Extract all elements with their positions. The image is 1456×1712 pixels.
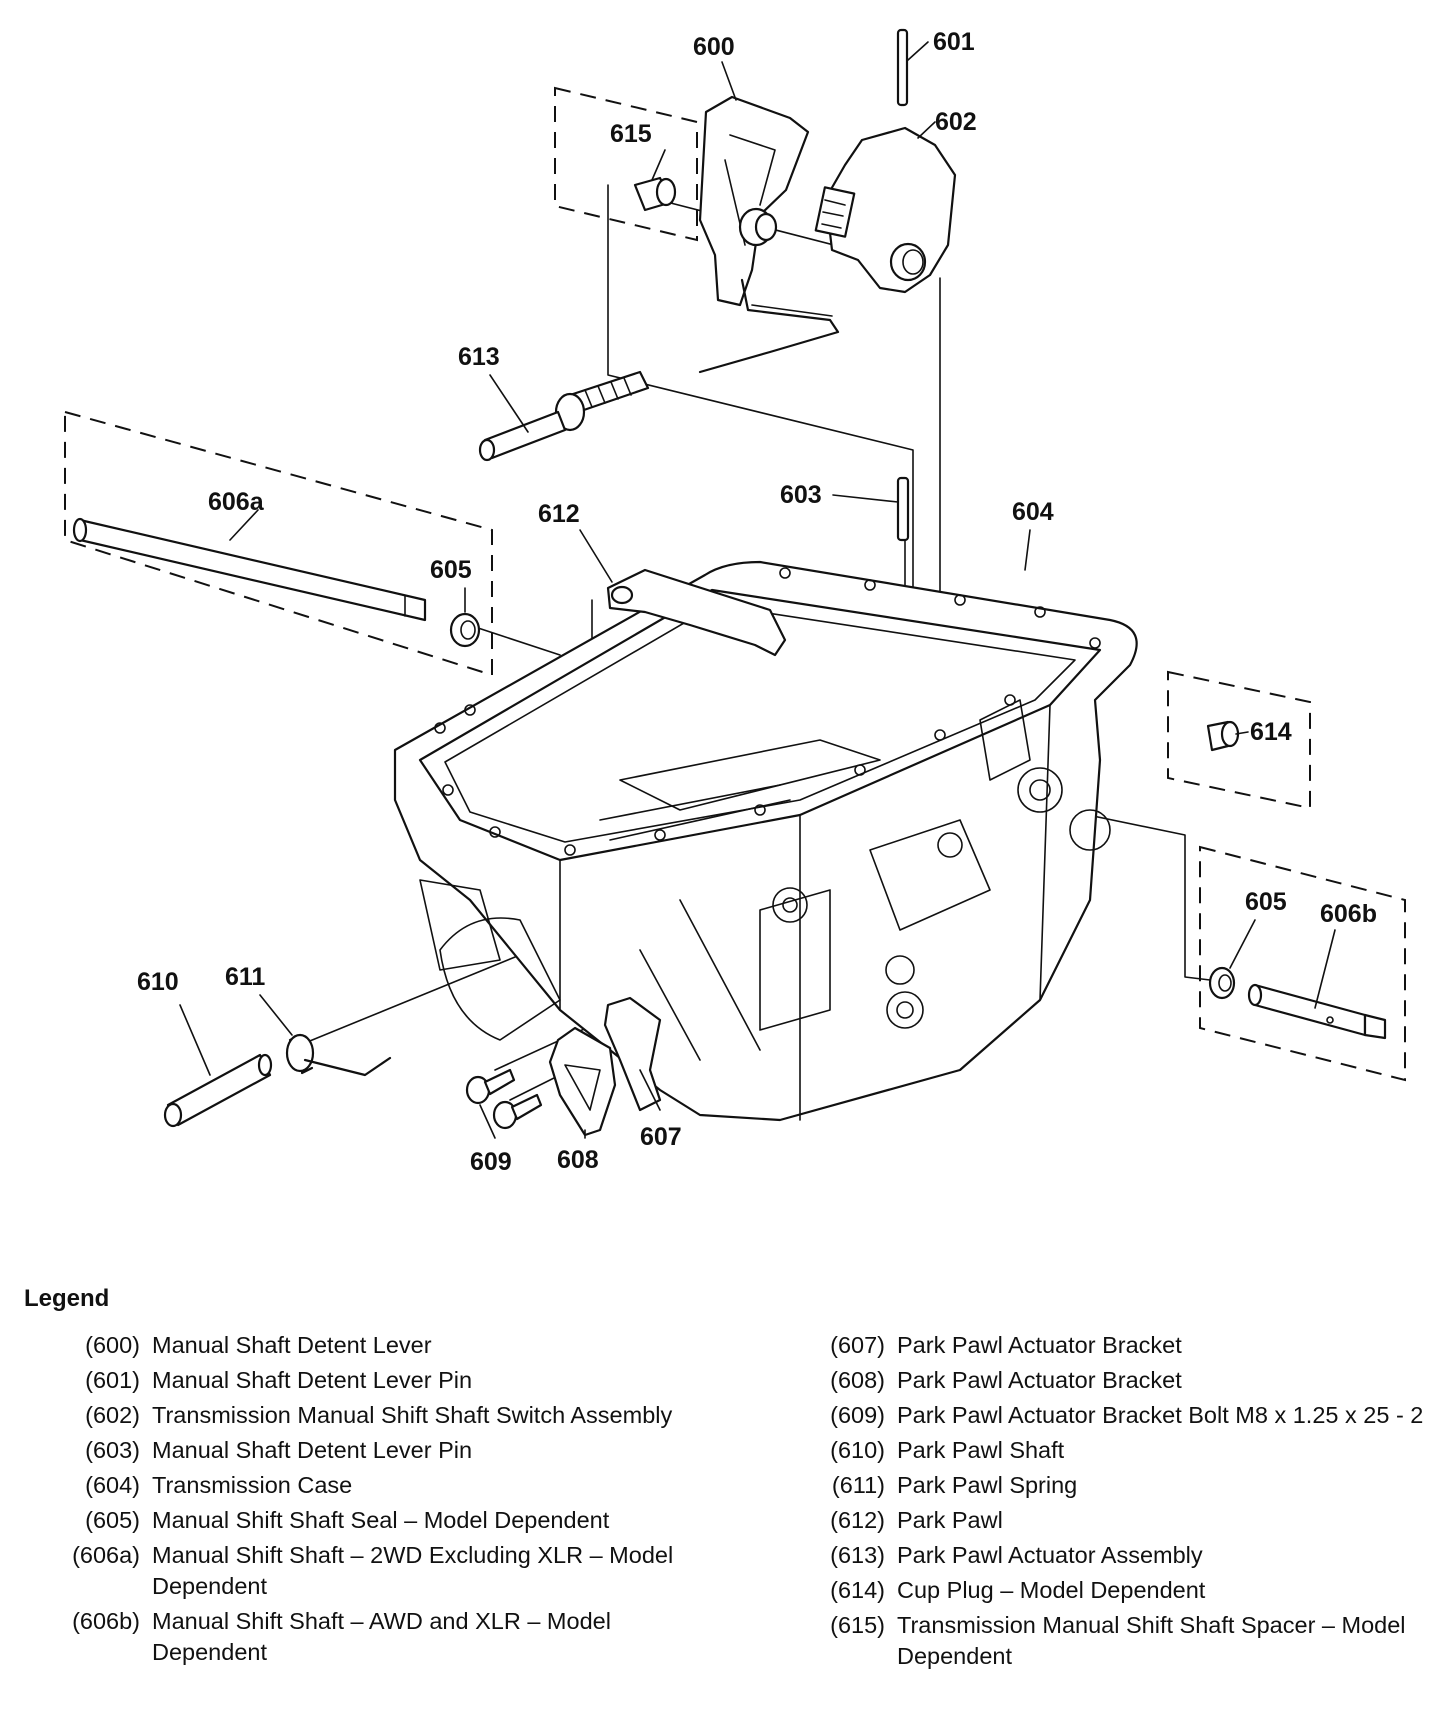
legend-item: (602) Transmission Manual Shift Shaft Swi…: [40, 1400, 730, 1431]
legend-code: (603): [85, 1437, 140, 1463]
callout-605-lower: 605: [1245, 888, 1287, 916]
legend-text: Transmission Manual Shift Shaft Spacer –…: [897, 1612, 1406, 1669]
manual-shift-shaft-seal-upper: [449, 612, 481, 648]
legend-text: Park Pawl Actuator Bracket: [897, 1367, 1182, 1393]
legend-code: (615): [830, 1612, 885, 1638]
legend-code: (608): [830, 1367, 885, 1393]
legend-text: Park Pawl Actuator Assembly: [897, 1542, 1203, 1568]
leader-lines: [179, 41, 1336, 1139]
dashed-group-606a: [64, 410, 493, 677]
legend-item: (604) Transmission Case: [40, 1470, 730, 1501]
legend-code: (613): [830, 1542, 885, 1568]
legend-item: (600) Manual Shaft Detent Lever: [40, 1330, 730, 1361]
callout-612: 612: [538, 500, 580, 528]
legend-code: (614): [830, 1577, 885, 1603]
callout-615: 615: [610, 120, 652, 148]
callout-606a: 606a: [208, 488, 265, 516]
legend-code: (600): [85, 1332, 140, 1358]
park-pawl-actuator-bracket-608: [548, 1026, 617, 1137]
legend-code: (610): [830, 1437, 885, 1463]
legend-text: Manual Shaft Detent Lever Pin: [152, 1437, 473, 1463]
exploded-diagram: 600 601 602 603 604 605 606a 612 613 615…: [64, 28, 1406, 1176]
legend-code: (605): [85, 1507, 140, 1533]
legend-text: Cup Plug – Model Dependent: [897, 1577, 1206, 1603]
legend-text: Manual Shaft Detent Lever: [152, 1332, 432, 1358]
legend-code: (611): [831, 1472, 885, 1498]
legend-item: (610) Park Pawl Shaft: [800, 1435, 1456, 1466]
legend-item: (605) Manual Shift Shaft Seal – Model Dep…: [40, 1505, 730, 1536]
legend-text: Manual Shift Shaft – 2WD Excluding XLR –…: [152, 1542, 674, 1599]
legend-text: Park Pawl Actuator Bracket: [897, 1332, 1182, 1358]
shift-shaft-switch-assembly: [814, 126, 957, 294]
park-pawl-shaft: [163, 1053, 273, 1128]
callout-602: 602: [935, 108, 977, 136]
legend-text: Park Pawl Actuator Bracket Bolt M8 x 1.2…: [897, 1402, 1424, 1428]
legend-item: (601) Manual Shaft Detent Lever Pin: [40, 1365, 730, 1396]
legend-item: (611) Park Pawl Spring: [800, 1470, 1456, 1501]
legend-code: (606a): [72, 1542, 140, 1568]
manual-shift-shaft-606a: [72, 517, 427, 622]
legend-text: Manual Shift Shaft – AWD and XLR – Model…: [152, 1608, 611, 1665]
legend-item: (606a) Manual Shift Shaft – 2WD Excluding…: [40, 1540, 730, 1602]
legend-item: (607) Park Pawl Actuator Bracket: [800, 1330, 1456, 1361]
callout-605-upper: 605: [430, 556, 472, 584]
legend-text: Park Pawl Shaft: [897, 1437, 1065, 1463]
legend-code: (609): [830, 1402, 885, 1428]
legend-text: Manual Shift Shaft Seal – Model Dependen…: [152, 1507, 610, 1533]
park-pawl: [606, 568, 787, 657]
legend-code: (607): [830, 1332, 885, 1358]
callout-604: 604: [1012, 498, 1054, 526]
dashed-group-615: [554, 86, 698, 242]
legend-text: Transmission Case: [152, 1472, 353, 1498]
legend-text: Park Pawl Spring: [897, 1472, 1078, 1498]
callout-607: 607: [640, 1123, 682, 1151]
legend-item: (609) Park Pawl Actuator Bracket Bolt M8 …: [800, 1400, 1456, 1431]
legend-column-left: (600) Manual Shaft Detent Lever (601) Manu…: [40, 1330, 730, 1672]
dashed-group-606b: [1199, 845, 1406, 1082]
manual-shaft-detent-lever-pin-601: [896, 28, 909, 107]
callout-610: 610: [137, 968, 179, 996]
shift-shaft-spacer: [633, 176, 677, 212]
legend-code: (606b): [72, 1608, 140, 1634]
callout-611: 611: [225, 963, 265, 991]
legend-item: (615) Transmission Manual Shift Shaft Spa…: [800, 1610, 1456, 1672]
legend-text: Manual Shaft Detent Lever Pin: [152, 1367, 473, 1393]
legend: Legend (600) Manual Shaft Detent Lever (6…: [0, 1285, 1456, 1712]
legend-code: (602): [85, 1402, 140, 1428]
park-pawl-actuator-assembly: [478, 278, 840, 462]
legend-code: (601): [85, 1367, 140, 1393]
callout-609: 609: [470, 1148, 512, 1176]
legend-item: (612) Park Pawl: [800, 1505, 1456, 1536]
manual-shaft-detent-lever-pin-603: [896, 476, 910, 542]
manual-shaft-detent-lever: [698, 95, 810, 307]
bracket-bolts: [465, 1068, 543, 1130]
legend-text: Transmission Manual Shift Shaft Switch A…: [152, 1402, 673, 1428]
cup-plug: [1206, 720, 1240, 752]
callout-608: 608: [557, 1146, 599, 1174]
legend-item: (608) Park Pawl Actuator Bracket: [800, 1365, 1456, 1396]
manual-shift-shaft-seal-lower: [1208, 966, 1236, 1000]
legend-text: Park Pawl: [897, 1507, 1003, 1533]
callout-606b: 606b: [1320, 900, 1377, 928]
manual-shift-shaft-606b: [1247, 983, 1387, 1040]
legend-title: Legend: [24, 1285, 110, 1312]
callout-614: 614: [1250, 718, 1292, 746]
callout-601: 601: [933, 28, 975, 56]
callout-613: 613: [458, 343, 500, 371]
legend-code: (604): [85, 1472, 140, 1498]
transmission-case: [393, 560, 1138, 1122]
legend-item: (606b) Manual Shift Shaft – AWD and XLR –…: [40, 1606, 730, 1668]
legend-item: (614) Cup Plug – Model Dependent: [800, 1575, 1456, 1606]
callout-603: 603: [780, 481, 822, 509]
park-pawl-spring: [285, 1033, 392, 1077]
legend-item: (613) Park Pawl Actuator Assembly: [800, 1540, 1456, 1571]
callout-labels: 600 601 602 603 604 605 606a 612 613 615…: [137, 28, 1377, 1176]
legend-code: (612): [830, 1507, 885, 1533]
callout-600: 600: [693, 33, 735, 61]
legend-item: (603) Manual Shaft Detent Lever Pin: [40, 1435, 730, 1466]
dashed-group-614: [1167, 670, 1311, 810]
legend-column-right: (607) Park Pawl Actuator Bracket (608) Par…: [800, 1330, 1456, 1676]
